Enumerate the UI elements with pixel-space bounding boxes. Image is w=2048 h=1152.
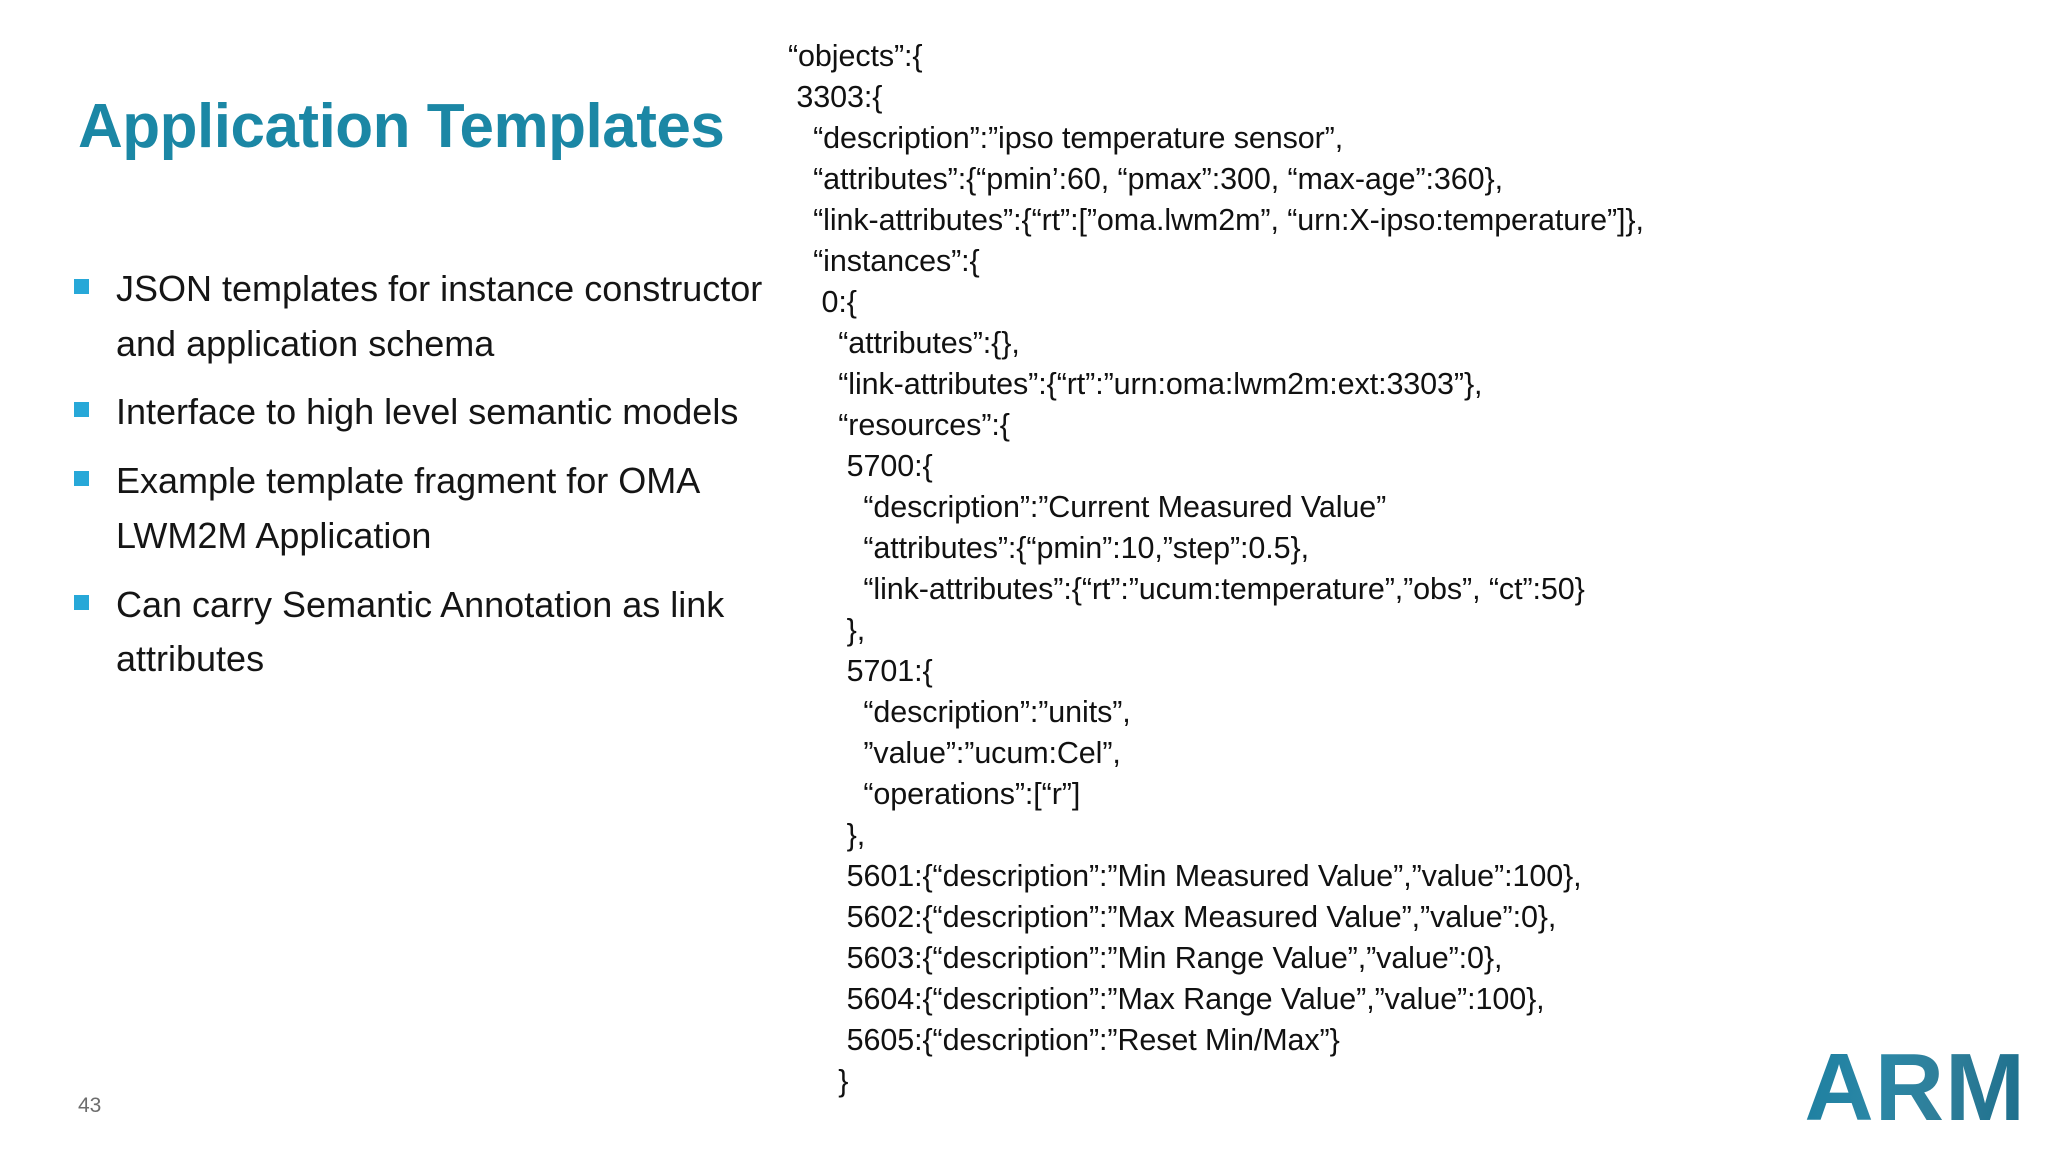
square-bullet-icon	[74, 279, 89, 294]
code-line: 5701:{	[788, 654, 933, 688]
code-line: “attributes”:{},	[788, 326, 1020, 360]
code-line: “link-attributes”:{“rt”:[”oma.lwm2m”, “u…	[788, 203, 1644, 237]
page-number: 43	[78, 1094, 102, 1117]
list-item-label: JSON templates for instance constructor …	[116, 268, 763, 364]
code-line: “description”:”Current Measured Value”	[788, 490, 1387, 524]
code-line: 5700:{	[788, 449, 933, 483]
list-item: JSON templates for instance constructor …	[74, 262, 794, 371]
code-line: 0:{	[788, 285, 857, 319]
code-line: “resources”:{	[788, 408, 1010, 442]
code-line: “attributes”:{“pmin”:10,”step”:0.5},	[788, 531, 1309, 565]
list-item-label: Example template fragment for OMA LWM2M …	[116, 460, 699, 556]
square-bullet-icon	[74, 471, 89, 487]
code-line: “objects”:{	[788, 39, 923, 73]
bullet-list: JSON templates for instance constructor …	[74, 262, 794, 701]
code-line: 5603:{“description”:”Min Range Value”,”v…	[788, 941, 1503, 975]
code-line: 5605:{“description”:”Reset Min/Max”}	[788, 1023, 1340, 1057]
arm-logo: ARM	[1804, 1034, 2026, 1141]
code-line: “operations”:[“r”]	[788, 777, 1081, 811]
code-line: 5604:{“description”:”Max Range Value”,”v…	[788, 982, 1545, 1016]
code-line: ”value”:”ucum:Cel”,	[788, 736, 1121, 770]
list-item: Can carry Semantic Annotation as link at…	[74, 578, 794, 687]
list-item-label: Can carry Semantic Annotation as link at…	[116, 583, 725, 680]
code-line: “description”:”units”,	[788, 695, 1131, 729]
square-bullet-icon	[74, 402, 89, 418]
list-item: Interface to high level semantic models	[74, 385, 794, 440]
page-title: Application Templates	[78, 91, 725, 161]
code-line: 3303:{	[788, 80, 883, 114]
code-line: }	[788, 1064, 849, 1098]
code-line: 5602:{“description”:”Max Measured Value”…	[788, 900, 1557, 934]
code-line: “link-attributes”:{“rt”:”urn:oma:lwm2m:e…	[788, 367, 1483, 401]
code-line: “instances”:{	[788, 244, 980, 278]
list-item-label: Interface to high level semantic models	[116, 391, 739, 433]
code-line: },	[788, 613, 866, 647]
json-code-block: “objects”:{ 3303:{ “description”:”ipso t…	[788, 36, 2028, 1102]
code-line: “link-attributes”:{“rt”:”ucum:temperatur…	[788, 572, 1585, 606]
square-bullet-icon	[74, 594, 89, 610]
code-line: },	[788, 818, 866, 852]
code-line: “description”:”ipso temperature sensor”,	[788, 121, 1344, 155]
code-line: “attributes”:{“pmin’:60, “pmax”:300, “ma…	[788, 162, 1503, 196]
list-item: Example template fragment for OMA LWM2M …	[74, 454, 794, 563]
code-line: 5601:{“description”:”Min Measured Value”…	[788, 859, 1582, 893]
